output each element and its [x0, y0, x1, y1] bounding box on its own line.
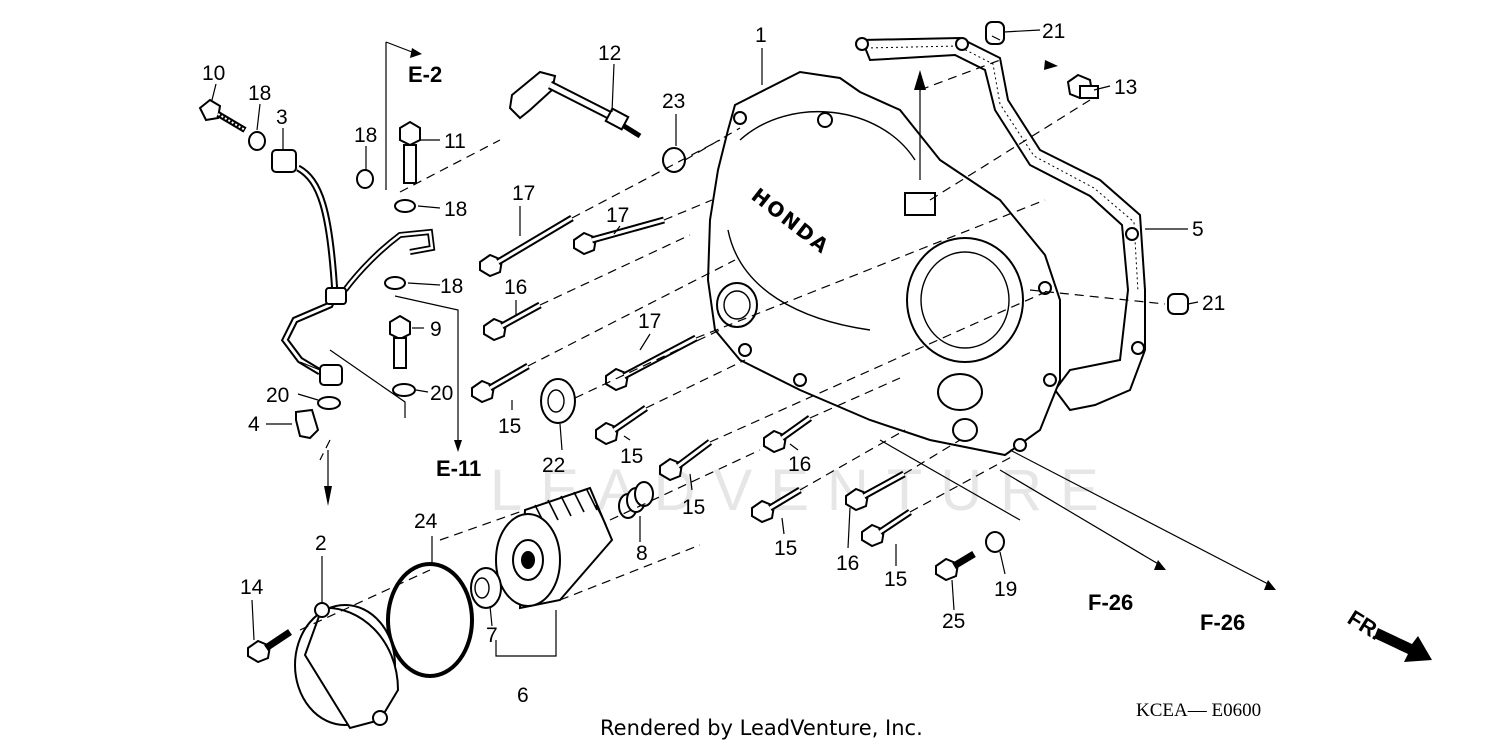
- dowel-21a: [985, 21, 1005, 45]
- callout-3: 3: [276, 106, 288, 129]
- callout-10: 10: [202, 62, 225, 85]
- callout-8: 8: [636, 542, 648, 565]
- callout-13: 13: [1114, 76, 1137, 99]
- callout-15b: 15: [620, 445, 643, 468]
- bolt-17c: [605, 334, 698, 392]
- bolt-15e: [861, 509, 912, 548]
- bolt-15d: [751, 486, 802, 524]
- callout-20b: 20: [266, 384, 289, 407]
- washer-18d: [384, 276, 406, 290]
- front-direction-arrow: [1374, 628, 1432, 662]
- bolt-9: [389, 314, 411, 369]
- callout-14: 14: [240, 576, 264, 599]
- bolt-16a: [483, 301, 542, 342]
- callout-15c: 15: [682, 496, 705, 519]
- callout-12: 12: [598, 42, 621, 65]
- callout-2: 2: [315, 532, 327, 555]
- callout-21a: 21: [1042, 20, 1065, 43]
- callout-9: 9: [430, 318, 442, 341]
- oil-filter-rotor: [495, 486, 614, 610]
- callout-15e: 15: [884, 568, 907, 591]
- callout-18c: 18: [444, 198, 467, 221]
- callout-22: 22: [542, 454, 565, 477]
- bolt-25: [935, 550, 976, 582]
- callout-25: 25: [942, 610, 965, 633]
- callout-24: 24: [414, 510, 438, 533]
- dowel-21b: [1167, 293, 1189, 315]
- bolt-15b: [595, 405, 648, 446]
- callout-4: 4: [248, 413, 260, 436]
- reference-arrows: [324, 48, 1276, 590]
- oil-pipe: [271, 149, 436, 386]
- clamp-4: [295, 408, 320, 440]
- bolt-16b: [763, 415, 813, 454]
- callout-18b: 18: [354, 124, 377, 147]
- sensor-13: [1066, 73, 1099, 100]
- ref-e2: E-2: [408, 62, 442, 87]
- callout-18d: 18: [440, 275, 463, 298]
- leader-lines: [211, 29, 1271, 657]
- callout-20a: 20: [430, 382, 453, 405]
- callout-17c: 17: [638, 310, 661, 333]
- oil-seal-22: [540, 378, 576, 424]
- washer-20b: [317, 396, 341, 410]
- callout-16a: 16: [504, 276, 527, 299]
- o-ring-24: [386, 562, 474, 678]
- washer-18a: [248, 131, 266, 151]
- bolt-16c: [845, 470, 906, 512]
- washer-18c: [394, 199, 416, 213]
- bolt-17a: [479, 214, 574, 278]
- callout-21b: 21: [1202, 292, 1225, 315]
- callout-18a: 18: [248, 82, 271, 105]
- callout-7: 7: [486, 624, 498, 647]
- callout-15a: 15: [498, 415, 521, 438]
- bolt-17b: [573, 216, 665, 256]
- ref-f26b: F-26: [1200, 610, 1245, 635]
- callout-16c: 16: [836, 552, 859, 575]
- footer-credit: Rendered by LeadVenture, Inc.: [600, 716, 923, 740]
- gasket: [855, 36, 1146, 412]
- fitting-12: [508, 70, 642, 139]
- bolt-14: [247, 629, 292, 664]
- callout-23: 23: [662, 90, 685, 113]
- collar-7: [470, 567, 502, 609]
- bolt-11: [399, 120, 421, 184]
- bolt-15c: [659, 439, 713, 482]
- callout-16b: 16: [788, 453, 811, 476]
- ref-e11: E-11: [436, 456, 481, 481]
- washer-20a: [392, 383, 416, 397]
- callout-17b: 17: [606, 204, 629, 227]
- callout-15d: 15: [774, 537, 797, 560]
- callout-17a: 17: [512, 182, 535, 205]
- bolt-10: [198, 98, 247, 133]
- filter-cover-2: [294, 602, 400, 730]
- callout-11: 11: [444, 130, 466, 153]
- washer-18b: [356, 169, 374, 189]
- ref-f26a: F-26: [1088, 590, 1133, 615]
- callout-6: 6: [517, 684, 529, 707]
- callouts: 1 2 3 4 5 6 7 8 9 10 11 12 13 14 15 15 1…: [202, 20, 1245, 707]
- washer-19: [985, 531, 1005, 553]
- diagram-code: KCEA— E0600: [1136, 700, 1262, 721]
- callout-1: 1: [755, 24, 767, 47]
- callout-19: 19: [994, 578, 1017, 601]
- bolt-15a: [471, 362, 530, 404]
- callout-5: 5: [1192, 218, 1204, 241]
